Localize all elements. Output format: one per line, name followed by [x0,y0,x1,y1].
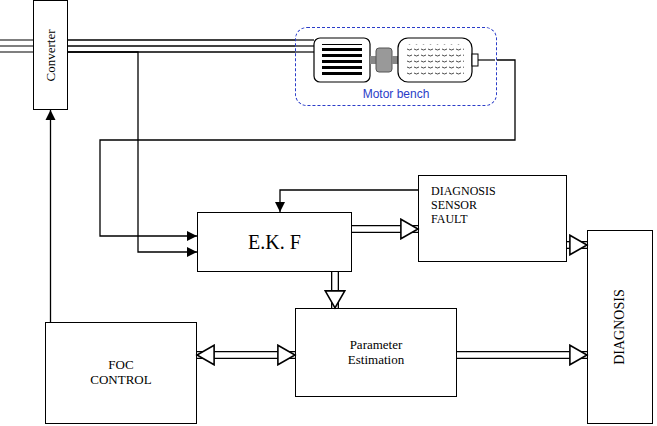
connector-fill [352,226,418,231]
data-flow-arrow [567,245,587,246]
shaft [370,56,376,64]
connector-fill [457,352,587,357]
connector-line [567,241,587,249]
connector-fill [197,352,295,357]
supply-wire [0,51,33,52]
connector-line [352,225,418,233]
foc-control-box: FOC CONTROL [45,322,197,424]
node-label: Parameter Estimation [326,338,426,368]
data-flow-arrow [335,272,336,308]
signal-wire [68,40,295,52]
signal-wire [68,52,197,252]
node-label: DIAGNOSIS [612,289,628,364]
shaft-coupling [370,48,398,72]
ekf-box: E.K. F [197,212,352,272]
diagnosis-box: DIAGNOSIS [587,230,653,424]
node-label: DIAGNOSIS SENSOR FAULT [431,185,516,226]
node-label: Motor bench [361,88,432,102]
connector-fill [567,242,587,247]
connector-line [457,351,587,359]
shaft [392,56,398,64]
load-machine [398,38,495,82]
induction-motor [314,38,370,82]
data-flow-arrow [197,355,295,356]
coupling [376,48,392,72]
motor-wire-stubs [295,40,314,52]
connector-line [331,272,339,308]
connector-line [68,52,197,252]
motor-bench-group: Motor bench [295,27,497,106]
converter-box: Converter [33,0,68,110]
supply-wires [0,40,33,52]
signal-wire [100,60,515,236]
data-flow-arrow [352,229,418,230]
sensor-fault-box: DIAGNOSIS SENSOR FAULT [418,175,567,262]
parameter-estimation-box: Parameter Estimation [295,308,457,397]
load-windings [406,44,464,76]
node-label: Converter [43,29,58,81]
motor-wire [295,39,314,40]
sensor-wire [478,59,495,60]
connector-line [197,351,295,359]
connector-line [50,110,51,322]
connector-line [68,45,295,46]
signal-wire [50,110,51,322]
stator-windings [322,44,362,76]
connector-line [100,60,515,236]
connector-line [280,190,418,212]
encoder [472,54,478,66]
load-housing [398,38,472,82]
supply-wire [0,45,33,46]
node-label: FOC CONTROL [81,358,161,388]
motor-wire [295,51,314,52]
connector-fill [332,272,337,308]
supply-wire [0,39,33,40]
connector-line [68,39,295,40]
motor-housing [314,38,370,82]
motor-wire [295,45,314,46]
node-label: E.K. F [248,231,301,254]
data-flow-arrow [457,355,587,356]
signal-wire [280,190,418,212]
